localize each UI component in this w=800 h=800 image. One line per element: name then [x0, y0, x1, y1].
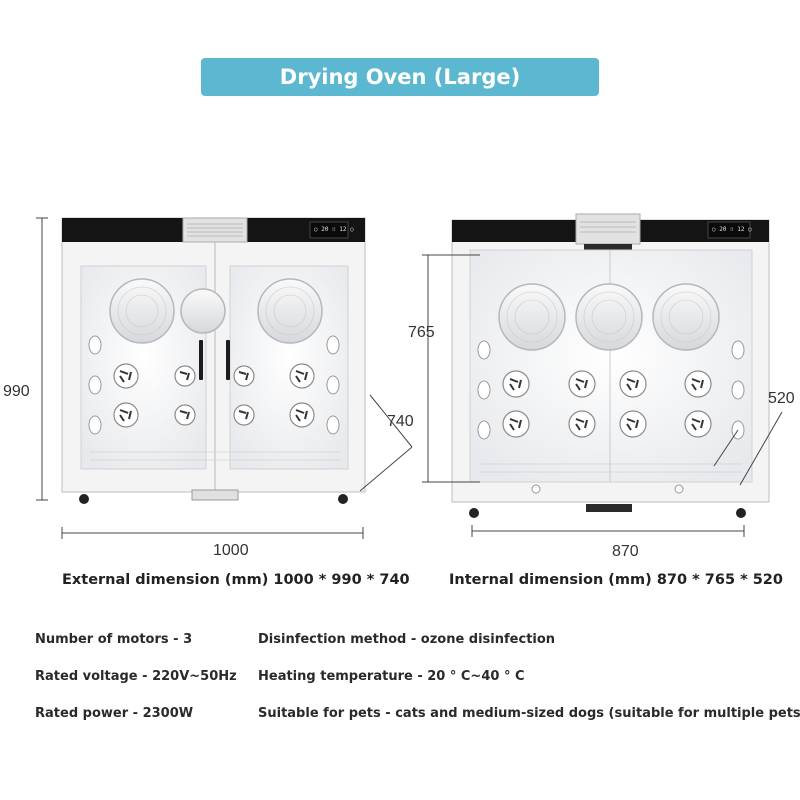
- internal-height-label: 765: [408, 324, 435, 341]
- external-dimension-lines: [36, 217, 413, 539]
- svg-text:○ 20 ∷ 12 ○: ○ 20 ∷ 12 ○: [314, 226, 354, 233]
- external-width-label: 1000: [213, 542, 249, 559]
- external-height-label: 990: [3, 383, 30, 400]
- spec-motors: Number of motors - 3: [35, 632, 193, 647]
- svg-text:○ 20 ∷ 12 ○: ○ 20 ∷ 12 ○: [712, 226, 752, 233]
- internal-depth-label: 520: [768, 390, 795, 407]
- external-depth-label: 740: [387, 413, 414, 430]
- internal-cabinet: ○ 20 ∷ 12 ○: [451, 213, 770, 518]
- spec-disinfection-method: Disinfection method - ozone disinfection: [258, 632, 556, 647]
- page-title: Drying Oven (Large): [201, 58, 599, 96]
- spec-suitable-for-pets: Suitable for pets - cats and medium-size…: [258, 706, 800, 721]
- spec-heating-temperature: Heating temperature - 20 ° C~40 ° C: [258, 669, 525, 684]
- external-cabinet: ○ 20 ∷ 12 ○: [61, 217, 366, 504]
- spec-rated-power: Rated power - 2300W: [35, 706, 194, 721]
- internal-dimension-lines: [422, 254, 783, 537]
- external-dimension-caption: External dimension (mm) 1000 * 990 * 740: [62, 572, 410, 588]
- spec-rated-voltage: Rated voltage - 220V~50Hz: [35, 669, 237, 684]
- internal-width-label: 870: [612, 543, 639, 560]
- internal-dimension-caption: Internal dimension (mm) 870 * 765 * 520: [449, 572, 783, 588]
